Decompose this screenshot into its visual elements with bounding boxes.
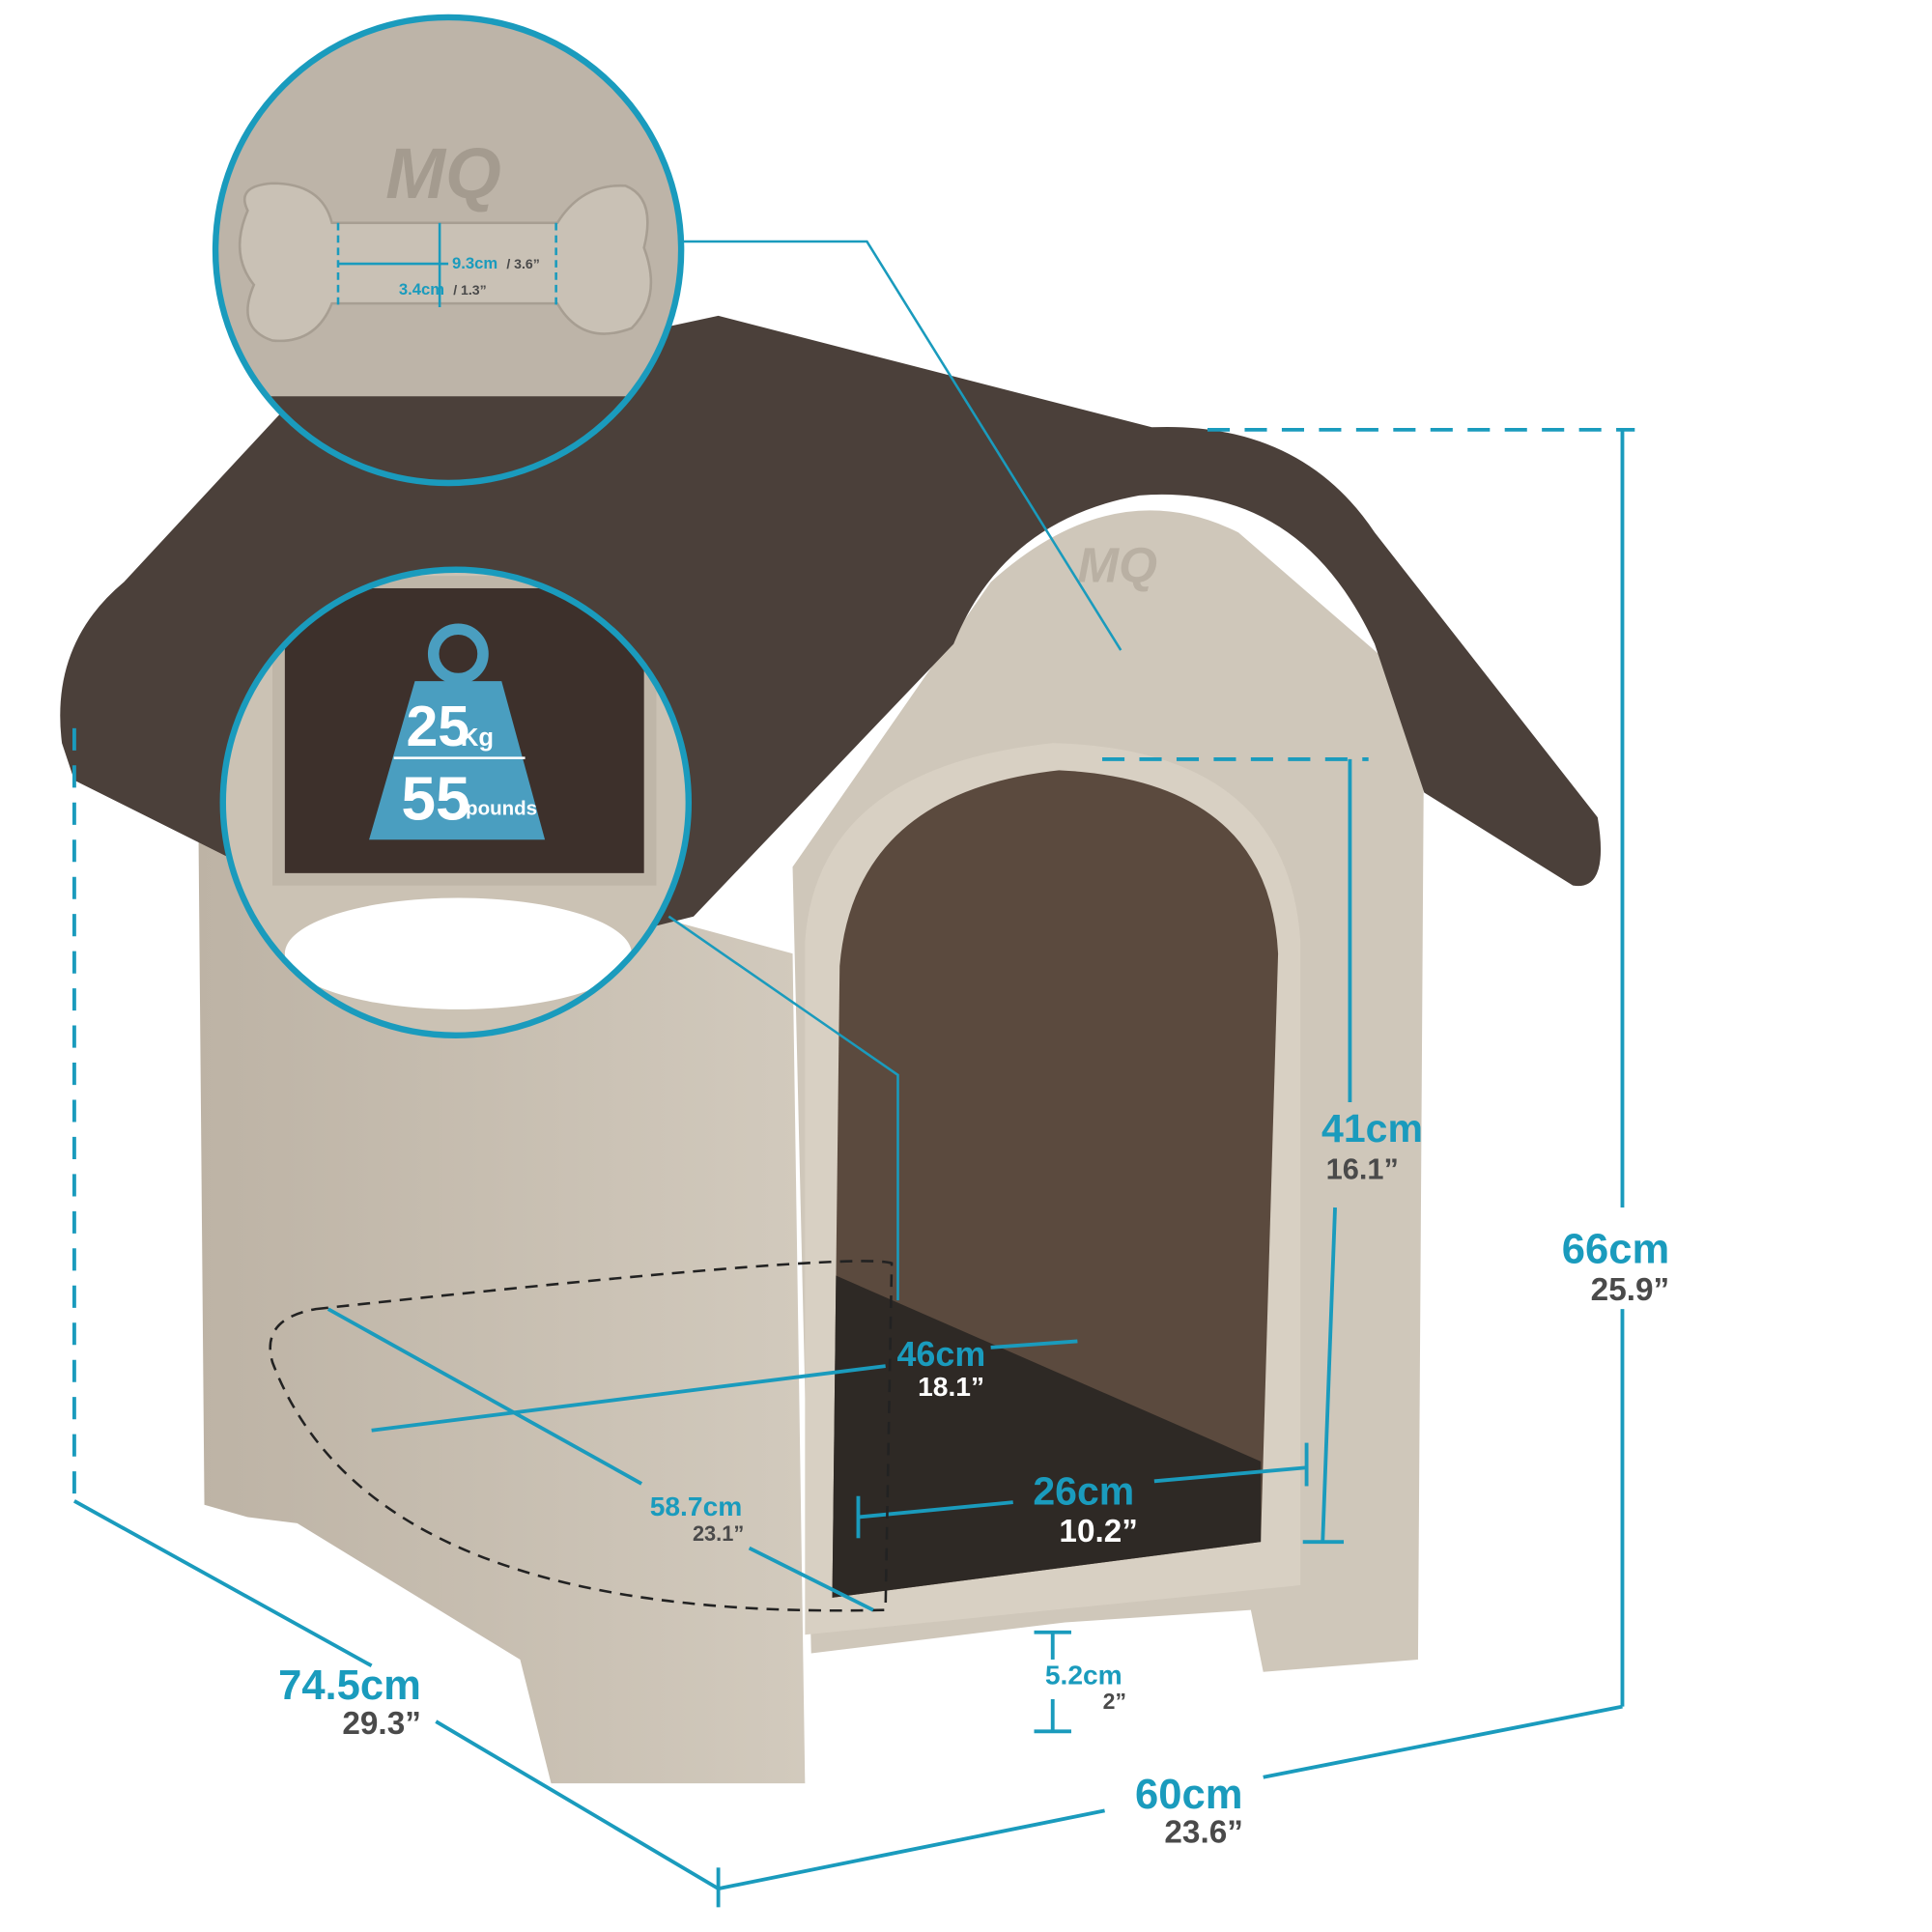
floor-diagonal-cm-label: 58.7cm: [650, 1491, 743, 1521]
floor-diagonal-dimension: 58.7cm 23.1”: [327, 1307, 874, 1612]
width-cm-label: 60cm: [1135, 1772, 1242, 1818]
floor: [832, 1275, 1262, 1598]
nameplate-inset: MQ 9.3cm / 3.6” 3.4cm / 1.3”: [212, 14, 685, 487]
overall-depth-dimension: 74.5cm 29.3”: [72, 727, 720, 1890]
door-height-in-label: 16.1”: [1326, 1152, 1399, 1186]
height-cm-label: 66cm: [1562, 1227, 1669, 1273]
door-width-dimension: 26cm 10.2”: [856, 1442, 1309, 1549]
doghouse-product-image: MQ: [60, 315, 1602, 1784]
nameplate-callout-line: [681, 240, 1122, 651]
weight-lb-value: 55: [401, 764, 469, 834]
weight-kg-unit: Kg: [461, 724, 494, 752]
overall-width-dimension: 60cm 23.6”: [716, 1704, 1623, 1908]
floor-depth-dimension: 46cm 18.1”: [371, 1335, 1078, 1433]
floor-depth-cm-label: 46cm: [896, 1335, 985, 1374]
nameplate-height-cm: 3.4cm: [399, 280, 444, 298]
floor-diagonal-in-label: 23.1”: [693, 1521, 744, 1546]
door-height-dimension: 41cm 16.1”: [1102, 756, 1423, 1545]
side-wall: [198, 792, 806, 1784]
floor-depth-in-label: 18.1”: [918, 1371, 984, 1402]
inset-logo: MQ: [385, 133, 501, 213]
weight-lb-unit: pounds: [466, 798, 537, 820]
height-in-label: 25.9”: [1591, 1272, 1670, 1308]
door-width-in-label: 10.2”: [1059, 1514, 1138, 1549]
overall-height-dimension: 66cm 25.9”: [1208, 427, 1670, 1707]
depth-in-label: 29.3”: [342, 1706, 421, 1742]
nameplate-width-in: / 3.6”: [506, 256, 539, 271]
clearance-cm-label: 5.2cm: [1045, 1660, 1122, 1690]
front-logo: MQ: [1077, 538, 1157, 593]
floor-clearance-dimension: 5.2cm 2”: [1034, 1630, 1126, 1734]
nameplate-width-cm: 9.3cm: [452, 254, 497, 272]
weight-kg-value: 25: [407, 696, 470, 758]
width-in-label: 23.6”: [1164, 1815, 1243, 1851]
weight-callout-line: [668, 915, 899, 1301]
depth-cm-label: 74.5cm: [278, 1662, 421, 1709]
nameplate-height-in: / 1.3”: [453, 282, 486, 298]
weight-capacity-inset: 25 Kg 55 pounds: [219, 566, 693, 1038]
weight-icon: [369, 623, 546, 840]
floor-outline: [269, 1260, 894, 1612]
clearance-in-label: 2”: [1103, 1689, 1126, 1714]
door-height-cm-label: 41cm: [1321, 1106, 1423, 1151]
door-width-cm-label: 26cm: [1033, 1469, 1134, 1514]
